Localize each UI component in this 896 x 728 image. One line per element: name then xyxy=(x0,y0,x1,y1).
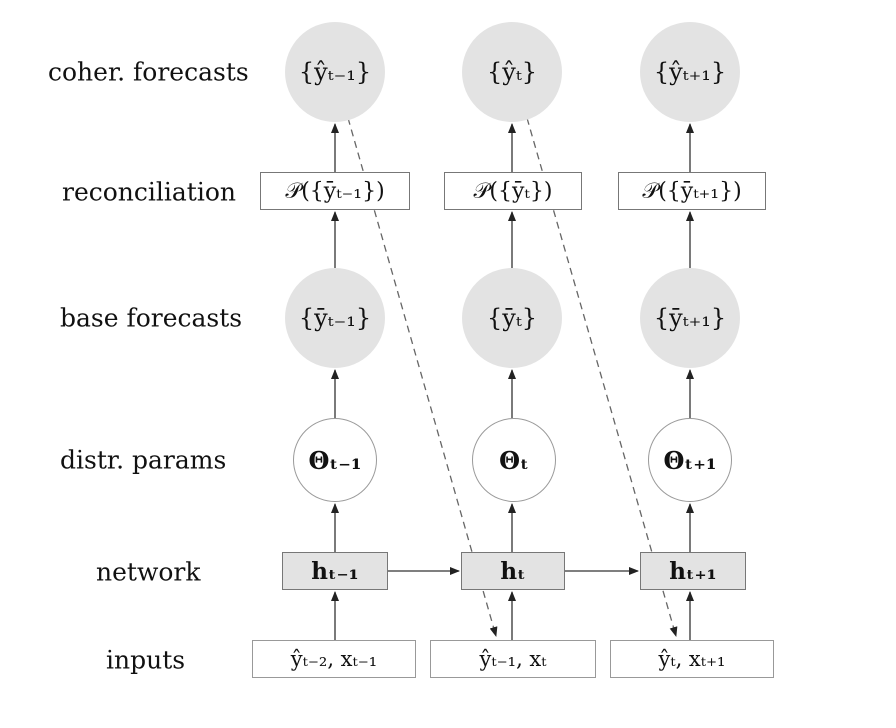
input-box-t-minus-1: ŷₜ₋₂, xₜ₋₁ xyxy=(252,640,416,678)
distribution-params-node-t-minus-1: Θₜ₋₁ xyxy=(293,418,377,502)
coherent-forecast-node-t: {ŷₜ} xyxy=(462,22,562,122)
input-box-t-plus-1: ŷₜ, xₜ₊₁ xyxy=(610,640,774,678)
row-label-network: network xyxy=(96,557,201,587)
reconciliation-box-t-plus-1: 𝒫({ȳₜ₊₁}) xyxy=(618,172,766,210)
base-forecast-node-t-minus-1: {ȳₜ₋₁} xyxy=(285,268,385,368)
coherent-forecast-node-t-plus-1: {ŷₜ₊₁} xyxy=(640,22,740,122)
row-label-reconciliation: reconciliation xyxy=(62,177,236,207)
row-label-coher-forecasts: coher. forecasts xyxy=(48,57,249,87)
hidden-state-box-t-plus-1: hₜ₊₁ xyxy=(640,552,746,590)
input-box-t: ŷₜ₋₁, xₜ xyxy=(430,640,596,678)
distribution-params-node-t: Θₜ xyxy=(472,418,556,502)
reconciliation-box-t: 𝒫({ȳₜ}) xyxy=(444,172,582,210)
distribution-params-node-t-plus-1: Θₜ₊₁ xyxy=(648,418,732,502)
row-label-distr-params: distr. params xyxy=(60,445,227,475)
hidden-state-box-t: hₜ xyxy=(461,552,565,590)
base-forecast-node-t: {ȳₜ} xyxy=(462,268,562,368)
base-forecast-node-t-plus-1: {ȳₜ₊₁} xyxy=(640,268,740,368)
coherent-forecast-node-t-minus-1: {ŷₜ₋₁} xyxy=(285,22,385,122)
row-label-base-forecasts: base forecasts xyxy=(60,303,243,333)
row-label-inputs: inputs xyxy=(106,645,186,675)
reconciliation-box-t-minus-1: 𝒫({ȳₜ₋₁}) xyxy=(260,172,410,210)
hidden-state-box-t-minus-1: hₜ₋₁ xyxy=(282,552,388,590)
